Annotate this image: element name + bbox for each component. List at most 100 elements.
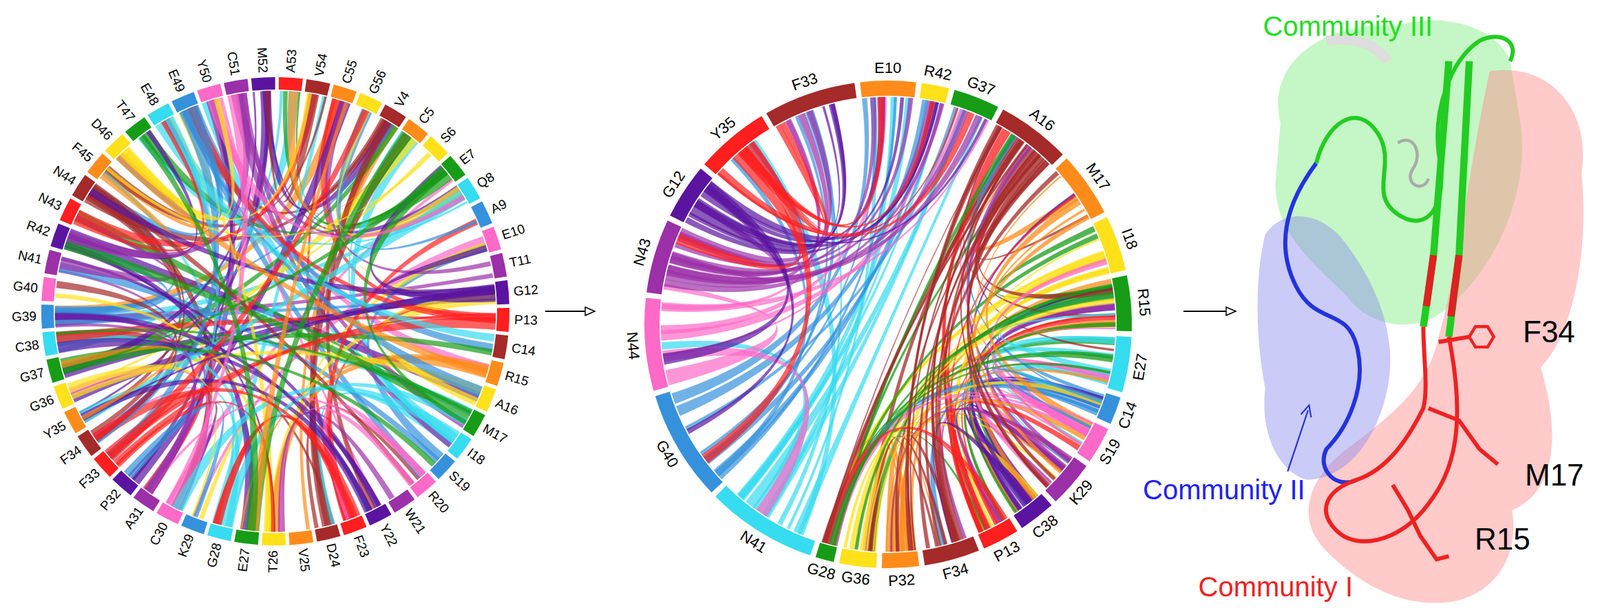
chord-ribbon [828,362,1111,545]
sector-block [1111,275,1132,332]
residue-label: G56 [366,67,390,96]
residue-label: F34 [940,559,971,583]
residue-label: G12 [658,167,689,202]
residue-label: V4 [392,88,414,111]
residue-label: C38 [13,337,40,356]
chord-ribbon [165,94,248,505]
residue-label: S19 [1096,435,1125,468]
chord-ribbon [966,158,1050,487]
chord-ribbon [663,283,778,385]
r15-sidechain [1392,484,1450,560]
blue-backbone [1285,163,1360,482]
green-strand [1423,61,1470,337]
residue-label: P32 [887,571,915,590]
residue-label: G28 [805,559,838,584]
residue-label: S6 [437,124,460,146]
sector-block [492,333,509,359]
residue-label: A9 [488,196,510,217]
residue-label: G39 [11,309,37,325]
residue-label: P13 [513,312,538,328]
f34-sidechain [1438,336,1470,342]
residue-label: Y35 [41,418,69,442]
sector-block [196,83,224,103]
residue-label: T47 [112,97,138,125]
chord-ribbon [974,176,1063,474]
residue-label: C14 [1115,399,1141,431]
white-surface-patch [1326,39,1388,62]
sector-block [1107,335,1132,393]
residue-label: G40 [12,278,39,296]
arrow-head [1226,307,1236,316]
sector-block [171,91,198,113]
sector-block [766,82,857,126]
residue-label: A16 [493,395,521,418]
residue-label: M17 [1082,159,1113,194]
green-backbone [1316,36,1514,221]
residue-label: G37 [964,72,998,100]
residue-label: K29 [175,532,198,560]
sector-block [1093,216,1126,274]
residue-label: D46 [88,116,115,144]
residue-label: F23 [350,533,372,560]
sector-block [496,307,510,332]
chord-diagram-middle [644,80,1132,568]
sector-block [355,92,383,114]
sector-block [50,223,70,250]
residue-label: G36 [27,392,56,416]
residue-label: K29 [1066,477,1097,509]
residue-label: M17 [480,421,510,447]
chord-ribbon [833,291,1114,546]
chord-ribbon [72,120,204,252]
chord-ribbon [822,353,1114,543]
chord-ribbon [855,285,1113,550]
residue-label: W21 [401,506,429,537]
residue-callout: F34 [1522,315,1576,349]
chord-ribbon [123,98,235,221]
residue-label: N43 [35,190,64,214]
residue-label: A31 [121,504,146,533]
residue-label: P32 [97,486,124,513]
residue-label: C51 [223,50,243,78]
sector-block [646,220,682,294]
residue-label: Y35 [707,113,740,144]
residue-label: C55 [340,57,361,86]
arrow-line [545,310,587,312]
residue-label: Q8 [474,170,498,192]
sector-block [919,82,950,103]
sector-block [44,249,62,276]
residue-label: E49 [164,67,188,95]
chord-ribbon [55,313,197,494]
chord-ribbon [139,134,259,531]
sector-block [304,79,331,96]
residue-label: Y50 [193,57,215,84]
residue-label: R42 [922,61,953,84]
arrow-line [1183,310,1228,312]
sector-block [340,515,367,536]
residue-label: I18 [1118,225,1141,252]
sector-block [41,331,58,356]
residue-label: S19 [445,468,473,495]
sector-block [251,77,276,91]
residue-label: F34 [57,443,85,469]
residue-label: A16 [1026,105,1059,135]
arrow-head [585,307,595,316]
residue-label: C5 [415,104,438,127]
residue-label: A53 [283,48,300,73]
chord-diagram-left [41,77,510,546]
residue-label: T26 [266,550,281,573]
residue-label: N44 [50,163,79,188]
sector-block [644,297,669,391]
residue-label: F45 [68,139,96,165]
grey-helix [1397,139,1428,186]
sector-block [41,276,56,302]
chord-ribbon [108,318,496,459]
sector-block [53,382,74,409]
sector-block [481,226,502,253]
residue-label: M52 [254,46,270,73]
residue-label: G37 [18,365,47,386]
residue-label: N41 [16,248,44,268]
sector-block [839,548,878,568]
residue-label: T11 [508,251,533,271]
residue-label: R15 [503,369,531,390]
